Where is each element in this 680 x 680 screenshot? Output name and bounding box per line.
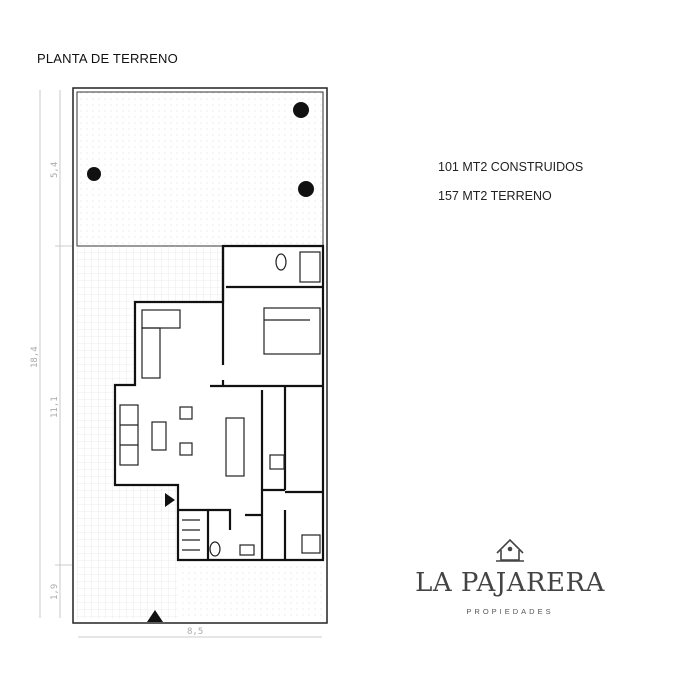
page-title: PLANTA DE TERRENO [37, 51, 178, 66]
garden [76, 91, 324, 247]
furniture [119, 251, 321, 557]
dim-total-depth: 18,4 [30, 346, 40, 368]
front-yard [178, 563, 323, 619]
patio-tiles [77, 246, 223, 619]
dim-front-depth: 1,9 [50, 584, 60, 600]
house-walls [113, 244, 325, 562]
dim-width: 8,5 [187, 627, 203, 637]
logo-subtitle: PROPIEDADES [466, 607, 554, 616]
dimension-lines [39, 90, 322, 638]
entrance-arrow-icon [147, 610, 163, 622]
dim-house-depth: 11,1 [50, 396, 60, 418]
built-area: 101 MT2 CONSTRUIDOS [438, 160, 584, 174]
birdhouse-icon [496, 538, 524, 562]
dim-garden-depth: 5,4 [50, 162, 60, 178]
land-area: 157 MT2 TERRENO [438, 189, 552, 203]
door-arrow-icon [165, 493, 175, 507]
tree-icons [87, 102, 314, 197]
logo-name: LA PAJARERA [415, 568, 605, 598]
plot-boundary [72, 87, 328, 624]
